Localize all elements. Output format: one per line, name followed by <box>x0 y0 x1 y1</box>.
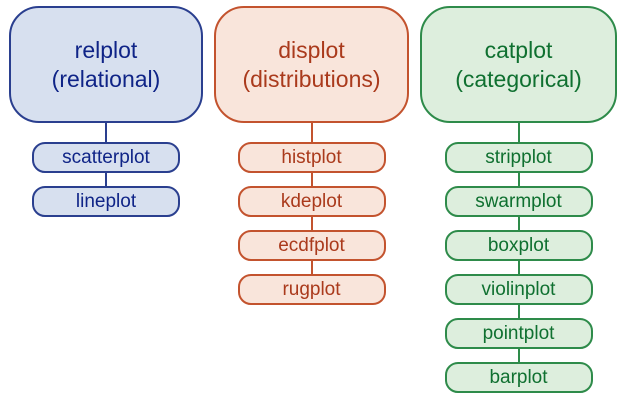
node-boxplot-label: boxplot <box>487 234 550 256</box>
node-ecdfplot: ecdfplot <box>237 230 386 261</box>
catplot-header-box: catplot (categorical) <box>420 6 617 123</box>
displot-header-box: displot (distributions) <box>214 6 409 123</box>
node-lineplot-label: lineplot <box>75 190 137 212</box>
node-barplot-label: barplot <box>489 366 548 388</box>
node-kdeplot-label: kdeplot <box>280 190 343 212</box>
relplot-title: relplot <box>74 36 138 63</box>
catplot-subtitle: (categorical) <box>455 65 582 92</box>
column-displot: displot (distributions) histplot kdeplot… <box>214 6 409 318</box>
node-pointplot-label: pointplot <box>482 322 555 344</box>
column-catplot: catplot (categorical) stripplot swarmplo… <box>420 6 617 400</box>
node-violinplot: violinplot <box>444 274 593 305</box>
node-lineplot: lineplot <box>32 186 180 217</box>
node-swarmplot: swarmplot <box>444 186 593 217</box>
node-scatterplot-label: scatterplot <box>62 146 150 168</box>
displot-subtitle: (distributions) <box>242 65 381 92</box>
node-violinplot-label: violinplot <box>481 278 556 300</box>
catplot-title: catplot <box>484 36 553 63</box>
node-rugplot-label: rugplot <box>282 278 341 300</box>
node-histplot: histplot <box>237 142 386 173</box>
node-boxplot: boxplot <box>444 230 593 261</box>
node-barplot: barplot <box>444 362 593 393</box>
node-pointplot: pointplot <box>444 318 593 349</box>
node-stripplot-label: stripplot <box>485 146 552 168</box>
node-scatterplot: scatterplot <box>32 142 180 173</box>
node-ecdfplot-label: ecdfplot <box>278 234 345 256</box>
relplot-header-box: relplot (relational) <box>9 6 203 123</box>
node-swarmplot-label: swarmplot <box>475 190 562 212</box>
node-rugplot: rugplot <box>237 274 386 305</box>
column-relplot: relplot (relational) scatterplot lineplo… <box>9 6 203 230</box>
node-stripplot: stripplot <box>444 142 593 173</box>
displot-title: displot <box>278 36 345 63</box>
relplot-subtitle: (relational) <box>51 65 161 92</box>
node-histplot-label: histplot <box>281 146 342 168</box>
node-kdeplot: kdeplot <box>237 186 386 217</box>
